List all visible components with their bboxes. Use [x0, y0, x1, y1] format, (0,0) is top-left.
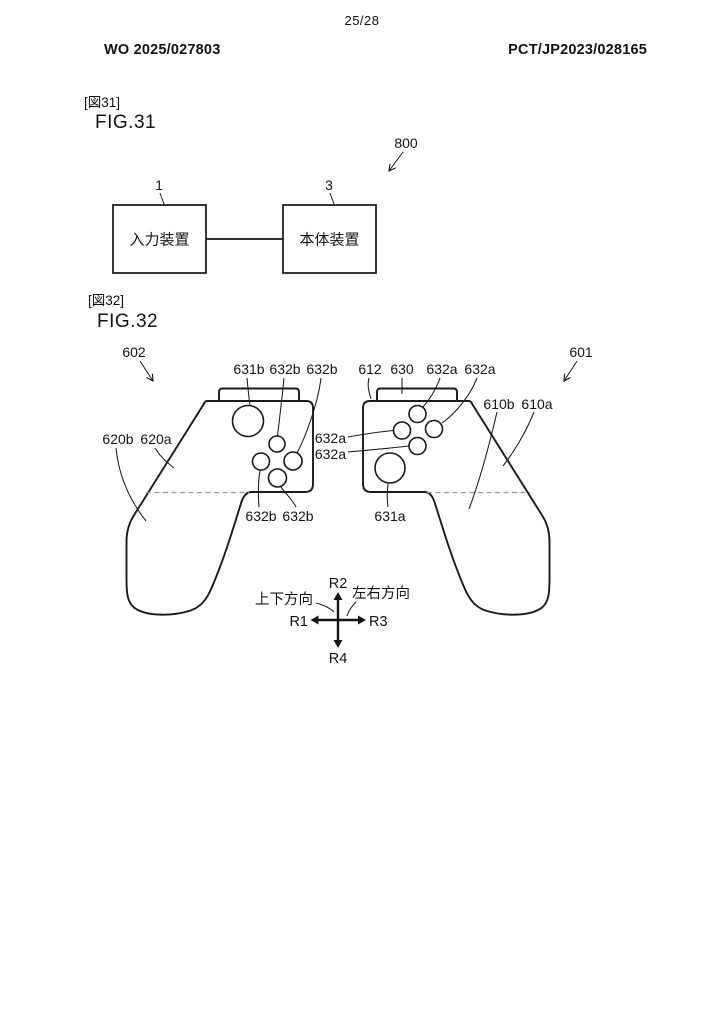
page-number: 25/28: [344, 13, 380, 28]
leader-ref-1: [159, 192, 165, 205]
ref-632a-right: 632a: [464, 361, 495, 377]
arrow-602: [139, 360, 154, 382]
input-device-label: 入力装置: [129, 232, 189, 249]
ref-632a-left: 632a: [315, 430, 346, 446]
ref-612: 612: [358, 361, 382, 377]
main-device-label: 本体装置: [299, 232, 359, 249]
ref-1: 1: [155, 177, 163, 193]
ref-632b-top: 632b: [269, 361, 300, 377]
leader-620b: [115, 447, 147, 522]
axis-label-r1: R1: [289, 614, 308, 630]
ref-800: 800: [394, 135, 418, 151]
leader-632a-top: [422, 377, 441, 408]
right-controller-cap: [376, 387, 458, 401]
arrow-601: [563, 360, 578, 382]
right-button-right: [424, 419, 444, 439]
ref-610b: 610b: [483, 396, 514, 412]
right-button-bottom: [408, 436, 427, 456]
leader-632a-right: [441, 377, 478, 424]
left-button-right: [283, 451, 303, 471]
axis-label-r2: R2: [329, 576, 348, 592]
leader-632a-bottom: [347, 445, 410, 453]
ref-610a: 610a: [521, 396, 552, 412]
axis-label-r3: R3: [369, 614, 388, 630]
right-controller-outline: [362, 400, 551, 616]
ref-632b-left: 632b: [245, 508, 276, 524]
arrow-ref-800: [388, 151, 404, 172]
leader-horizontal-direction: [346, 601, 357, 617]
left-stick-circle: [231, 404, 265, 438]
ref-631a: 631a: [374, 508, 405, 524]
vertical-direction-label: 上下方向: [255, 591, 313, 608]
leader-632b-left: [257, 469, 261, 508]
leader-632b-right: [296, 377, 322, 454]
ref-601: 601: [569, 344, 593, 360]
fig32-bracket-tag: [図32]: [88, 293, 125, 308]
ref-632b-bottom: 632b: [282, 508, 313, 524]
ref-632b-right: 632b: [306, 361, 337, 377]
publication-number: WO 2025/027803: [104, 42, 221, 58]
leader-610b: [468, 411, 498, 510]
leader-632b-bottom: [280, 486, 297, 508]
left-controller-cap: [218, 387, 300, 401]
right-stick-circle: [374, 452, 406, 484]
ref-602: 602: [122, 344, 146, 360]
left-button-left: [251, 452, 271, 471]
leader-620a: [154, 447, 175, 469]
right-button-left: [392, 421, 412, 440]
leader-631b: [246, 377, 251, 407]
leader-vertical-direction: [315, 602, 335, 613]
ref-3: 3: [325, 177, 333, 193]
leader-612: [367, 377, 372, 400]
ref-632a-top: 632a: [426, 361, 457, 377]
left-button-top: [268, 435, 286, 453]
left-button-bottom: [267, 468, 288, 488]
application-number: PCT/JP2023/028165: [508, 42, 647, 58]
leader-610a: [502, 411, 535, 467]
leader-ref-3: [329, 192, 335, 205]
ref-631b: 631b: [233, 361, 264, 377]
ref-630: 630: [390, 361, 414, 377]
right-button-top: [408, 404, 427, 424]
ref-620a: 620a: [140, 431, 171, 447]
leader-632a-left: [347, 429, 394, 438]
leader-632b-top: [276, 377, 285, 437]
leader-631a: [386, 483, 389, 508]
fig31-bracket-tag: [図31]: [84, 95, 121, 110]
fig31-title: FIG.31: [95, 112, 157, 133]
fig32-title: FIG.32: [97, 311, 159, 332]
ref-632a-bottom: 632a: [315, 446, 346, 462]
ref-620b: 620b: [102, 431, 133, 447]
horizontal-direction-label: 左右方向: [352, 585, 410, 602]
axis-label-r4: R4: [329, 651, 348, 667]
